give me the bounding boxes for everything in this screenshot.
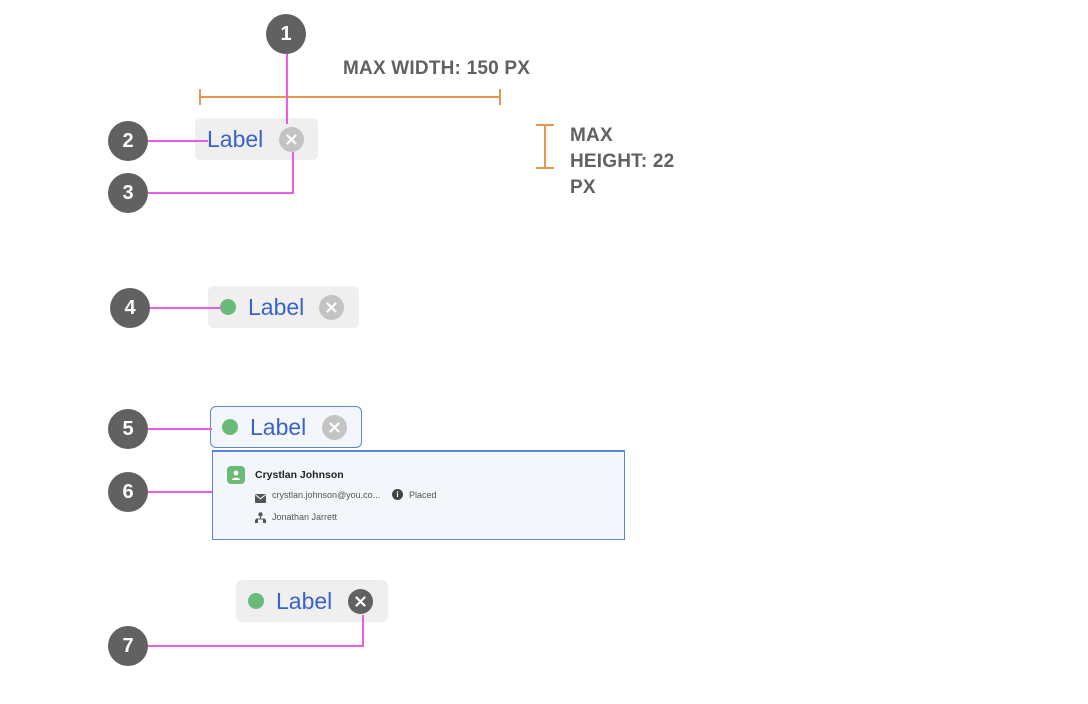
marker-3: 3: [108, 173, 148, 213]
org-chart-icon: [255, 510, 266, 528]
leader-line-5: [148, 428, 212, 430]
status-dot-icon: [220, 299, 236, 315]
chip-label: Label: [248, 293, 305, 320]
chip-basic[interactable]: Label: [195, 118, 318, 160]
leader-line-4: [150, 307, 222, 309]
leader-line-1: [286, 54, 288, 124]
max-width-annotation: MAX WIDTH: 150 PX: [343, 58, 531, 79]
chip-detail-popup: Crystlan Johnson crystlan.johnson@you.co…: [212, 450, 625, 540]
email-icon: [255, 490, 266, 508]
leader-line-3: [148, 192, 294, 194]
chip-label: Label: [276, 587, 333, 614]
max-height-dimension-cap-bottom: [536, 167, 554, 169]
chip-label: Label: [207, 125, 264, 152]
chip-hover-close[interactable]: Label: [236, 580, 388, 622]
chip-label: Label: [250, 413, 307, 440]
popup-name: Crystlan Johnson: [255, 469, 344, 481]
max-height-annotation: MAX HEIGHT: 22 PX: [570, 123, 674, 201]
popup-manager: Jonathan Jarrett: [272, 512, 338, 522]
popup-email: crystlan.johnson@you.co...: [272, 490, 381, 500]
marker-2: 2: [108, 121, 148, 161]
chip-with-status[interactable]: Label: [208, 286, 359, 328]
marker-1: 1: [266, 14, 306, 54]
close-icon[interactable]: [279, 126, 305, 152]
leader-line-7-vertical: [362, 615, 364, 647]
status-dot-icon: [248, 593, 264, 609]
max-width-dimension-cap-right: [499, 89, 501, 105]
info-icon: i: [392, 489, 403, 500]
marker-6: 6: [108, 472, 148, 512]
max-height-line-2: HEIGHT: 22: [570, 151, 675, 172]
leader-line-6: [148, 491, 212, 493]
max-width-dimension-line: [199, 96, 501, 98]
marker-4: 4: [110, 288, 150, 328]
max-height-line-1: MAX: [570, 125, 613, 146]
leader-line-3-vertical: [292, 152, 294, 194]
status-dot-icon: [222, 419, 238, 435]
max-width-dimension-cap-left: [199, 89, 201, 105]
user-avatar-icon: [227, 466, 245, 484]
marker-5: 5: [108, 409, 148, 449]
leader-line-7: [148, 645, 364, 647]
close-icon[interactable]: [348, 588, 374, 614]
max-height-line-3: PX: [570, 177, 596, 198]
max-height-dimension-cap-top: [536, 124, 554, 126]
marker-7: 7: [108, 626, 148, 666]
chip-focused[interactable]: Label: [210, 406, 362, 448]
close-icon[interactable]: [319, 294, 345, 320]
max-height-dimension-line: [544, 125, 546, 168]
popup-status: Placed: [409, 490, 437, 500]
leader-line-2: [148, 140, 208, 142]
close-icon[interactable]: [322, 414, 348, 440]
